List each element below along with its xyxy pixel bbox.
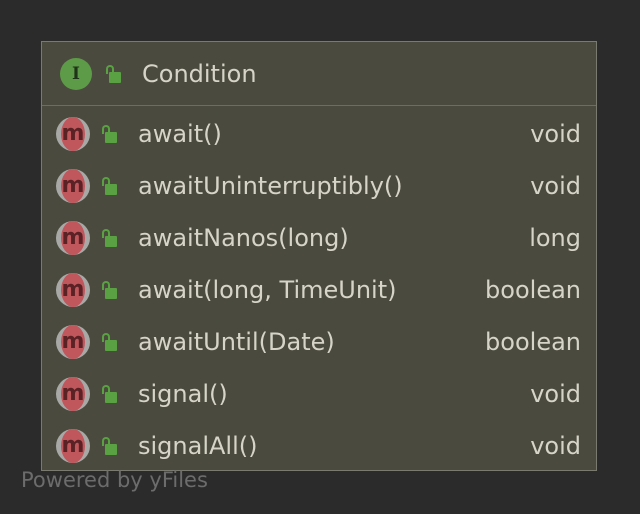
method-icon: m bbox=[56, 169, 90, 203]
member-name: await() bbox=[138, 120, 222, 148]
member-name: signal() bbox=[138, 380, 228, 408]
member-type: void bbox=[530, 432, 581, 460]
member-row[interactable]: m signal() void bbox=[42, 368, 596, 420]
member-name: awaitUntil(Date) bbox=[138, 328, 335, 356]
unlock-icon bbox=[100, 332, 118, 352]
member-row[interactable]: m awaitUntil(Date) boolean bbox=[42, 316, 596, 368]
unlock-icon bbox=[104, 64, 122, 84]
yfiles-watermark: Powered by yFiles bbox=[21, 468, 208, 492]
member-row[interactable]: m awaitUninterruptibly() void bbox=[42, 160, 596, 212]
interface-icon: I bbox=[60, 57, 92, 90]
member-type: long bbox=[529, 224, 581, 252]
member-row[interactable]: m await() void bbox=[42, 108, 596, 160]
member-name: signalAll() bbox=[138, 432, 258, 460]
unlock-icon bbox=[100, 436, 118, 456]
member-row[interactable]: m await(long, TimeUnit) boolean bbox=[42, 264, 596, 316]
unlock-icon bbox=[100, 228, 118, 248]
method-icon: m bbox=[56, 221, 90, 255]
member-type: void bbox=[530, 120, 581, 148]
method-icon: m bbox=[56, 429, 90, 463]
interface-badge-letter: I bbox=[72, 63, 80, 84]
member-type: void bbox=[530, 172, 581, 200]
member-type: boolean bbox=[485, 328, 581, 356]
member-name: await(long, TimeUnit) bbox=[138, 276, 397, 304]
method-icon: m bbox=[56, 273, 90, 307]
member-name: awaitNanos(long) bbox=[138, 224, 349, 252]
unlock-icon bbox=[100, 176, 118, 196]
class-name: Condition bbox=[142, 59, 257, 88]
member-list: m await() void m awaitUninterruptibly() … bbox=[42, 106, 596, 472]
method-icon: m bbox=[56, 117, 90, 151]
method-icon: m bbox=[56, 325, 90, 359]
unlock-icon bbox=[100, 384, 118, 404]
class-header: I Condition bbox=[42, 42, 596, 106]
unlock-icon bbox=[100, 124, 118, 144]
method-icon: m bbox=[56, 377, 90, 411]
unlock-icon bbox=[100, 280, 118, 300]
member-type: boolean bbox=[485, 276, 581, 304]
member-name: awaitUninterruptibly() bbox=[138, 172, 403, 200]
member-row[interactable]: m awaitNanos(long) long bbox=[42, 212, 596, 264]
class-node[interactable]: I Condition m await() void m awaitUninte… bbox=[41, 41, 597, 471]
member-type: void bbox=[530, 380, 581, 408]
member-row[interactable]: m signalAll() void bbox=[42, 420, 596, 472]
